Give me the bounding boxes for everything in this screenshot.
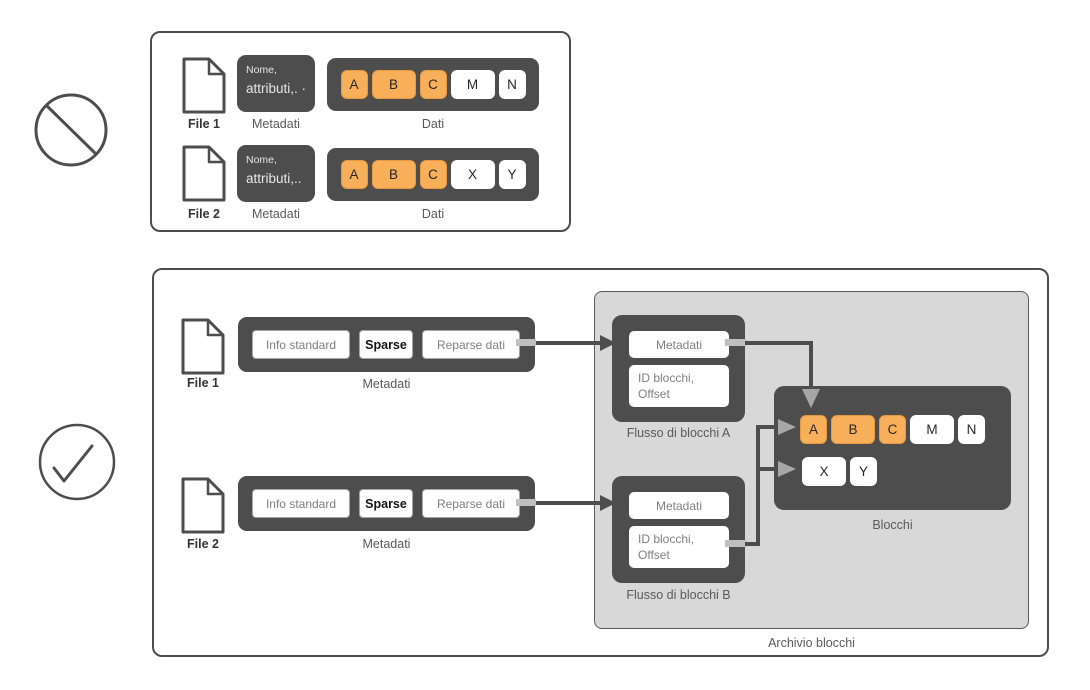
- block-m: M: [450, 70, 495, 99]
- file-icon: [182, 145, 226, 202]
- chunk-stream-a-box: Metadati ID blocchi, Offset: [612, 315, 745, 422]
- block-b: B: [371, 160, 416, 189]
- stream-id-line: ID blocchi,: [638, 371, 695, 385]
- prohibition-icon: [34, 93, 108, 167]
- metadata-bar: Info standard Sparse Reparse dati: [238, 476, 535, 531]
- stream-id-line: Offset: [638, 387, 670, 402]
- block-y: Y: [498, 160, 526, 189]
- standard-info-segment: Info standard: [252, 330, 350, 359]
- file-icon: [181, 318, 225, 375]
- block-x: X: [802, 457, 846, 486]
- chunk-store-caption: Archivio blocchi: [768, 636, 855, 650]
- file-name: File 2: [187, 537, 219, 551]
- file-name: File 1: [188, 117, 220, 131]
- metadata-line: attributi,. ·: [246, 80, 307, 96]
- block-n: N: [498, 70, 526, 99]
- blocks-caption: Blocchi: [872, 518, 913, 532]
- metadata-caption: Metadati: [252, 207, 300, 221]
- stream-metadata-box: Metadati: [629, 331, 729, 358]
- block-b: B: [831, 415, 875, 444]
- metadata-line: Nome,: [246, 64, 277, 76]
- sparse-segment: Sparse: [359, 489, 413, 518]
- data-caption: Dati: [421, 207, 445, 221]
- reparse-data-segment: Reparse dati: [422, 489, 520, 518]
- file-icon: [181, 477, 225, 534]
- stream-id-line: ID blocchi,: [638, 532, 695, 546]
- stream-id-box: ID blocchi, Offset: [629, 526, 729, 568]
- block-y: Y: [850, 457, 877, 486]
- sparse-segment: Sparse: [359, 330, 413, 359]
- block-a: A: [800, 415, 827, 444]
- block-b: B: [371, 70, 416, 99]
- data-caption: Dati: [421, 117, 445, 131]
- block-c: C: [419, 160, 447, 189]
- chunk-stream-a-caption: Flusso di blocchi A: [626, 426, 731, 440]
- block-c: C: [419, 70, 447, 99]
- metadata-line: Nome,: [246, 154, 277, 166]
- block-a: A: [340, 160, 368, 189]
- chunk-stream-b-box: Metadati ID blocchi, Offset: [612, 476, 745, 583]
- block-n: N: [958, 415, 985, 444]
- stream-id-line: Offset: [638, 548, 670, 563]
- block-x: X: [450, 160, 495, 189]
- checkmark-icon: [38, 423, 116, 501]
- stream-id-box: ID blocchi, Offset: [629, 365, 729, 407]
- block-c: C: [879, 415, 906, 444]
- metadata-box: Nome, attributi,. ·: [237, 55, 315, 112]
- bottom-panel: Archivio blocchi File 1 Info standard Sp…: [152, 268, 1049, 657]
- metadata-line: attributi,..: [246, 170, 302, 186]
- metadata-caption: Metadati: [362, 377, 411, 391]
- block-a: A: [340, 70, 368, 99]
- chunk-stream-b-caption: Flusso di blocchi B: [626, 588, 731, 602]
- block-m: M: [910, 415, 954, 444]
- reparse-data-segment: Reparse dati: [422, 330, 520, 359]
- file-icon: [182, 57, 226, 114]
- file-name: File 1: [187, 376, 219, 390]
- metadata-box: Nome, attributi,..: [237, 145, 315, 202]
- metadata-caption: Metadati: [362, 537, 411, 551]
- file-name: File 2: [188, 207, 220, 221]
- stream-metadata-box: Metadati: [629, 492, 729, 519]
- metadata-bar: Info standard Sparse Reparse dati: [238, 317, 535, 372]
- standard-info-segment: Info standard: [252, 489, 350, 518]
- metadata-caption: Metadati: [252, 117, 300, 131]
